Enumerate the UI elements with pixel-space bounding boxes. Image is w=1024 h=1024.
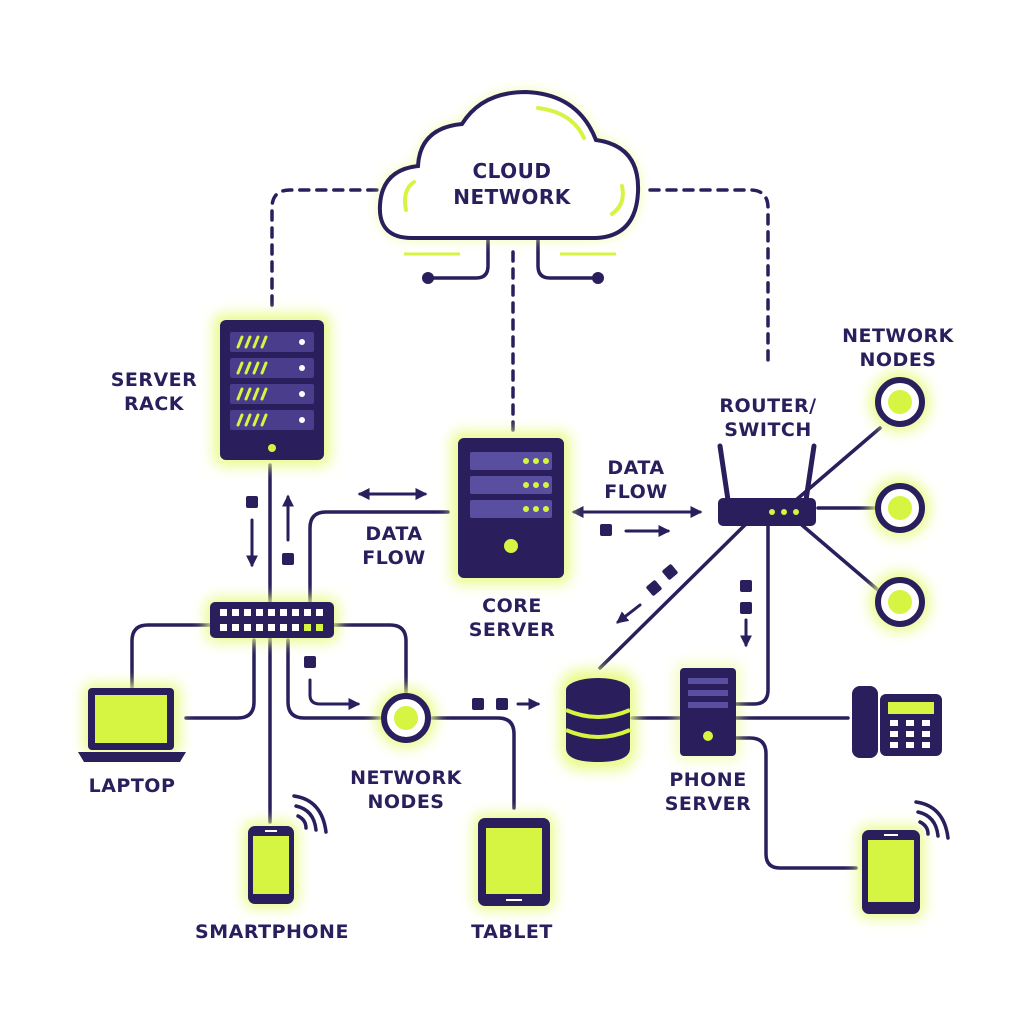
cloud-connector-right bbox=[536, 238, 596, 280]
wifi-signal-icon bbox=[292, 794, 328, 834]
network-node-icon bbox=[870, 478, 930, 538]
smartphone-label: SMARTPHONE bbox=[195, 921, 349, 943]
nodes-top-label-line2: NODES bbox=[860, 349, 937, 371]
laptop-label: LAPTOP bbox=[89, 775, 176, 797]
dashed-link-cloud-router bbox=[648, 188, 770, 367]
cloud-label-line2: NETWORK bbox=[453, 185, 572, 209]
database-icon bbox=[560, 670, 636, 770]
wifi-signal-icon bbox=[914, 800, 950, 840]
router-label-line1: ROUTER/ bbox=[719, 395, 816, 417]
cloud-icon bbox=[377, 89, 641, 284]
network-nodes-right bbox=[870, 372, 930, 632]
cloud-connector-left bbox=[430, 238, 490, 280]
link-router-node3 bbox=[794, 518, 880, 592]
core-server-label-line2: SERVER bbox=[469, 619, 556, 641]
phone-server-label-line1: PHONE bbox=[669, 769, 746, 791]
network-node-icon bbox=[870, 372, 930, 432]
link-router-phoneserver bbox=[733, 520, 770, 706]
link-phoneserver-mobile bbox=[733, 736, 858, 870]
phone-server-label-line2: SERVER bbox=[665, 793, 752, 815]
network-switch-icon bbox=[206, 598, 338, 642]
link-trunk-node bbox=[286, 638, 382, 720]
data-packets bbox=[246, 496, 752, 710]
core-server-label-line1: CORE bbox=[482, 595, 542, 617]
link-node-tablet bbox=[428, 716, 516, 810]
data-flow-arrows bbox=[246, 488, 752, 710]
data-flow-left-label-line1: DATA bbox=[365, 523, 422, 545]
server-rack-icon bbox=[214, 314, 330, 466]
link-laptop-trunk bbox=[184, 638, 256, 720]
data-flow-right-label-line2: FLOW bbox=[604, 481, 668, 503]
desk-phone-icon bbox=[852, 686, 942, 758]
tablet-label: TABLET bbox=[471, 921, 553, 943]
trunk-to-core bbox=[308, 510, 450, 607]
router-label-line2: SWITCH bbox=[724, 419, 812, 441]
mobile-phone-icon bbox=[858, 826, 924, 918]
laptop-icon bbox=[78, 684, 186, 762]
tablet-icon bbox=[474, 814, 554, 910]
link-switch-node bbox=[330, 623, 408, 697]
server-rack-label-line1: SERVER bbox=[111, 369, 198, 391]
router-icon bbox=[717, 443, 817, 526]
phone-server-icon bbox=[676, 664, 740, 760]
data-flow-left-label-line2: FLOW bbox=[362, 547, 426, 569]
network-node-icon bbox=[376, 688, 436, 748]
connection-lines bbox=[130, 188, 882, 870]
smartphone-icon bbox=[244, 822, 298, 908]
dashed-link-cloud-server-rack bbox=[270, 188, 387, 307]
link-switch-laptop bbox=[130, 623, 214, 692]
network-node-icon bbox=[870, 572, 930, 632]
server-rack-label-line2: RACK bbox=[124, 393, 185, 415]
core-server-icon bbox=[452, 432, 570, 584]
nodes-mid-label-line1: NETWORK bbox=[350, 767, 463, 789]
nodes-mid-label-line2: NODES bbox=[368, 791, 445, 813]
nodes-top-label-line1: NETWORK bbox=[842, 325, 955, 347]
cloud-label-line1: CLOUD bbox=[472, 159, 551, 183]
link-router-database bbox=[598, 520, 750, 670]
data-flow-right-label-line1: DATA bbox=[607, 457, 664, 479]
